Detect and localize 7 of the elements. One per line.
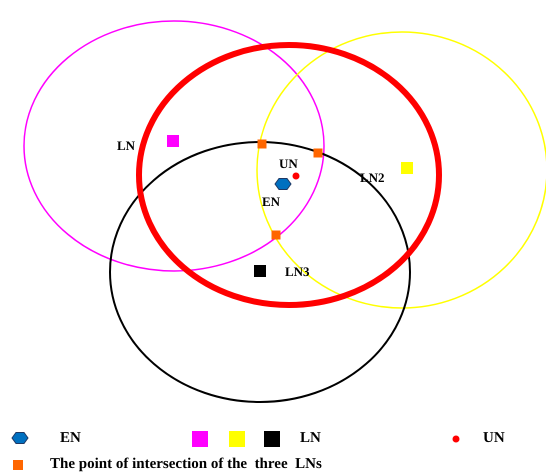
- legend-label: The point of intersection of the three LNs: [50, 456, 322, 473]
- legend-label: UN: [483, 430, 505, 447]
- legend-label: EN: [60, 430, 81, 447]
- legend-label: LN: [300, 430, 321, 447]
- node-label: EN: [262, 194, 280, 209]
- node-label: LN: [117, 138, 136, 153]
- node-label: UN: [279, 156, 298, 171]
